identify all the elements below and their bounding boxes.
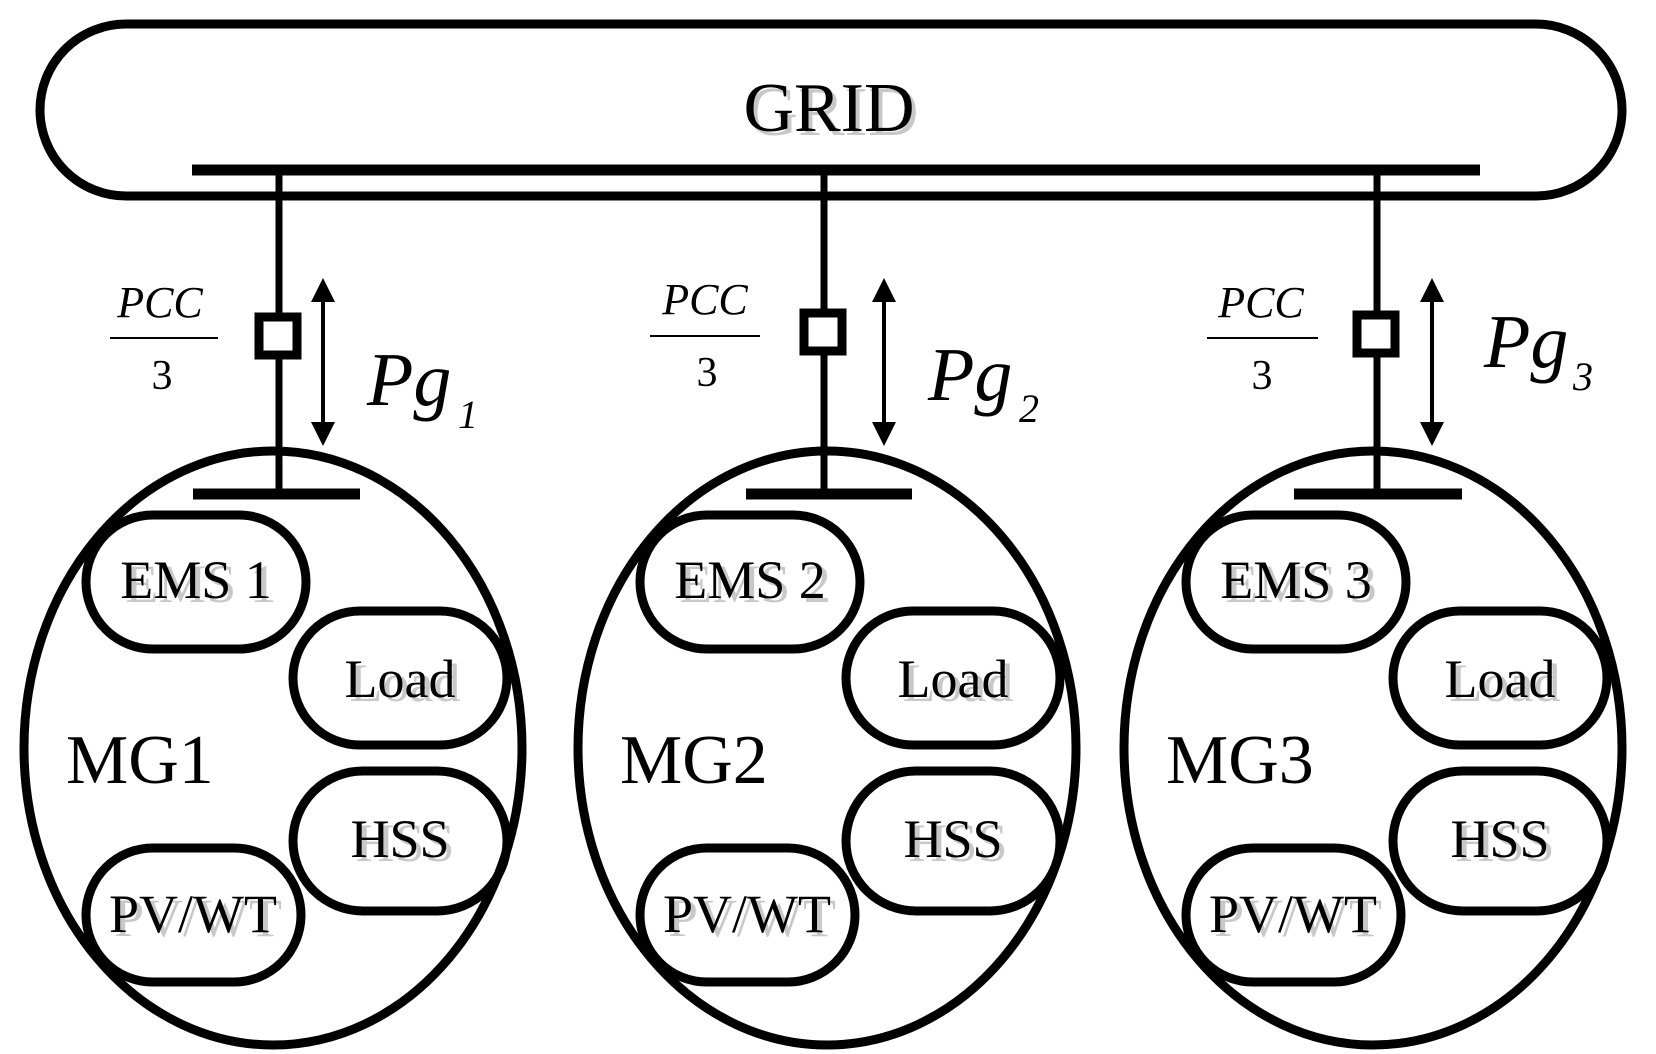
hss-label-shadow-1: HSS bbox=[355, 813, 454, 873]
ems-label-shadow-3: EMS 3 bbox=[1225, 554, 1377, 614]
pvwt-label-shadow-1: PV/WT bbox=[114, 888, 282, 948]
load-box-2 bbox=[841, 606, 1065, 750]
pvwt-label-1: PV/WT bbox=[109, 884, 277, 944]
pvwt-label-shadow-3: PV/WT bbox=[1214, 888, 1382, 948]
mg-enclosure-1 bbox=[19, 446, 527, 1050]
grid-enclosure bbox=[35, 19, 1627, 201]
pvwt-box-1 bbox=[81, 843, 306, 987]
pvwt-label-3: PV/WT bbox=[1209, 884, 1377, 944]
mg-label-1: MG1 bbox=[66, 722, 214, 799]
pvwt-box-3 bbox=[1181, 843, 1406, 987]
pcc-breaker-1[interactable] bbox=[254, 312, 302, 360]
ems-label-shadow-2: EMS 2 bbox=[679, 554, 831, 614]
microgrid-1: PCC 3 Pg 1 EMS 1 EMS 1 Load Load MG1 HSS… bbox=[19, 170, 527, 1050]
pg-subscript-2: 2 bbox=[1019, 386, 1039, 431]
mg-label-3: MG3 bbox=[1166, 722, 1314, 799]
load-label-shadow-3: Load bbox=[1450, 653, 1561, 713]
pcc-denominator-3: 3 bbox=[1252, 353, 1273, 399]
ems-box-1 bbox=[81, 510, 311, 654]
load-label-1: Load bbox=[345, 649, 456, 709]
pvwt-box-2 bbox=[635, 843, 860, 987]
load-box-1 bbox=[288, 606, 512, 750]
mg-label-2: MG2 bbox=[620, 722, 768, 799]
microgrid-2: PCC 3 Pg 2 EMS 2 EMS 2 Load Load MG2 HSS… bbox=[573, 170, 1081, 1050]
pg-subscript-3: 3 bbox=[1572, 354, 1593, 399]
load-box-3 bbox=[1388, 606, 1612, 750]
pg-label-1: Pg bbox=[366, 338, 451, 422]
load-label-3: Load bbox=[1445, 649, 1556, 709]
pcc-denominator-2: 3 bbox=[697, 350, 718, 396]
pvwt-label-2: PV/WT bbox=[663, 884, 831, 944]
grid-label-shadow: GRID bbox=[747, 74, 918, 151]
hss-label-shadow-3: HSS bbox=[1455, 813, 1554, 873]
microgrid-3: PCC 3 Pg 3 EMS 3 EMS 3 Load Load MG3 HSS… bbox=[1119, 170, 1627, 1050]
hss-box-3 bbox=[1388, 766, 1612, 916]
hss-label-shadow-2: HSS bbox=[908, 813, 1007, 873]
load-label-shadow-2: Load bbox=[903, 653, 1014, 713]
load-label-2: Load bbox=[898, 649, 1009, 709]
pg-label-2: Pg bbox=[927, 333, 1012, 417]
ems-label-shadow-1: EMS 1 bbox=[125, 554, 277, 614]
ems-label-3: EMS 3 bbox=[1220, 550, 1372, 610]
pg-subscript-1: 1 bbox=[458, 392, 478, 437]
pcc-label-2: PCC bbox=[661, 275, 748, 324]
ems-label-1: EMS 1 bbox=[120, 550, 272, 610]
mg-enclosure-2 bbox=[573, 446, 1081, 1050]
pcc-denominator-1: 3 bbox=[152, 353, 173, 399]
hss-label-1: HSS bbox=[350, 809, 449, 869]
hss-label-2: HSS bbox=[903, 809, 1002, 869]
load-label-shadow-1: Load bbox=[350, 653, 461, 713]
ems-label-2: EMS 2 bbox=[674, 550, 826, 610]
pg-label-3: Pg bbox=[1483, 300, 1568, 384]
pvwt-label-shadow-2: PV/WT bbox=[668, 888, 836, 948]
hss-box-1 bbox=[288, 766, 512, 916]
pcc-breaker-3[interactable] bbox=[1352, 310, 1400, 358]
mg-enclosure-3 bbox=[1119, 446, 1627, 1050]
pcc-breaker-2[interactable] bbox=[799, 308, 847, 356]
hss-box-2 bbox=[841, 766, 1065, 916]
ems-box-3 bbox=[1181, 510, 1411, 654]
hss-label-3: HSS bbox=[1450, 809, 1549, 869]
grid-label: GRID bbox=[743, 70, 914, 147]
pcc-label-1: PCC bbox=[116, 278, 203, 327]
pcc-label-3: PCC bbox=[1217, 278, 1304, 327]
ems-box-2 bbox=[635, 510, 865, 654]
